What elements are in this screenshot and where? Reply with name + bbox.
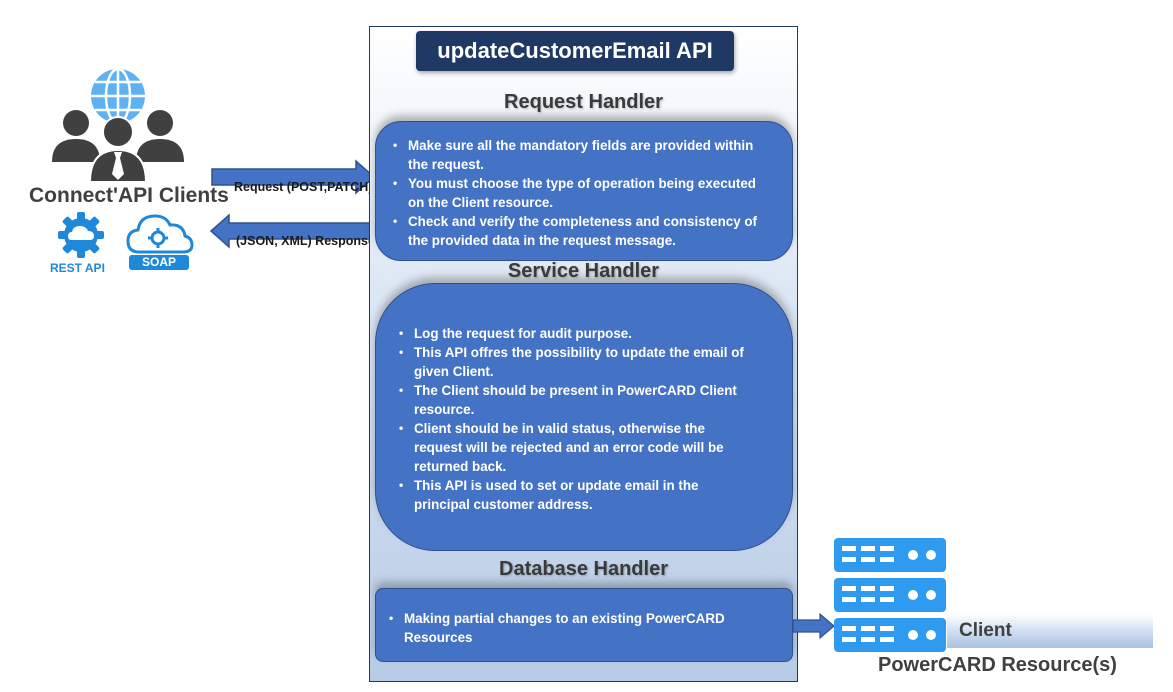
request-label: Request (POST,PATCH) bbox=[234, 180, 373, 194]
list-item: Check and verify the completeness and co… bbox=[393, 212, 770, 250]
rest-api-label: REST API bbox=[50, 261, 105, 275]
response-label: (JSON, XML) Response bbox=[236, 234, 375, 248]
response-arrow bbox=[209, 213, 374, 249]
list-item: Making partial changes to an existing Po… bbox=[389, 609, 752, 647]
client-resource-label: Client bbox=[959, 620, 1012, 641]
list-item: The Client should be present in PowerCAR… bbox=[399, 381, 752, 419]
request-handler-title: Request Handler bbox=[504, 91, 663, 113]
clients-title: Connect'API Clients bbox=[29, 184, 229, 207]
service-handler-box: Log the request for audit purpose. This … bbox=[375, 283, 793, 551]
database-handler-title: Database Handler bbox=[499, 558, 668, 580]
soap-cloud-icon bbox=[126, 214, 194, 254]
server-stack-icon bbox=[834, 538, 946, 652]
list-item: This API is used to set or update email … bbox=[399, 476, 752, 514]
database-handler-box: Making partial changes to an existing Po… bbox=[375, 588, 793, 662]
resources-title: PowerCARD Resource(s) bbox=[878, 654, 1117, 676]
list-item: This API offres the possibility to updat… bbox=[399, 343, 752, 381]
list-item: Client should be in valid status, otherw… bbox=[399, 419, 752, 476]
service-handler-list: Log the request for audit purpose. This … bbox=[392, 324, 752, 514]
list-item: You must choose the type of operation be… bbox=[393, 174, 770, 212]
database-handler-list: Making partial changes to an existing Po… bbox=[382, 609, 752, 647]
person-right-icon bbox=[136, 110, 184, 162]
person-left-icon bbox=[52, 110, 100, 162]
client-resource-bar: Client bbox=[947, 614, 1153, 648]
list-item: Log the request for audit purpose. bbox=[399, 324, 752, 343]
request-handler-list: Make sure all the mandatory fields are p… bbox=[386, 136, 770, 250]
api-title: updateCustomerEmail API bbox=[416, 31, 734, 71]
soap-badge: SOAP bbox=[129, 255, 189, 270]
person-center-icon bbox=[88, 116, 148, 183]
globe-icon bbox=[91, 67, 145, 125]
request-handler-box: Make sure all the mandatory fields are p… bbox=[375, 121, 793, 261]
request-arrow bbox=[211, 159, 376, 195]
clients-group-icon bbox=[52, 67, 184, 183]
resource-arrow bbox=[792, 612, 835, 640]
service-handler-title: Service Handler bbox=[507, 260, 660, 282]
rest-api-gear-icon bbox=[58, 212, 104, 258]
list-item: Make sure all the mandatory fields are p… bbox=[393, 136, 770, 174]
